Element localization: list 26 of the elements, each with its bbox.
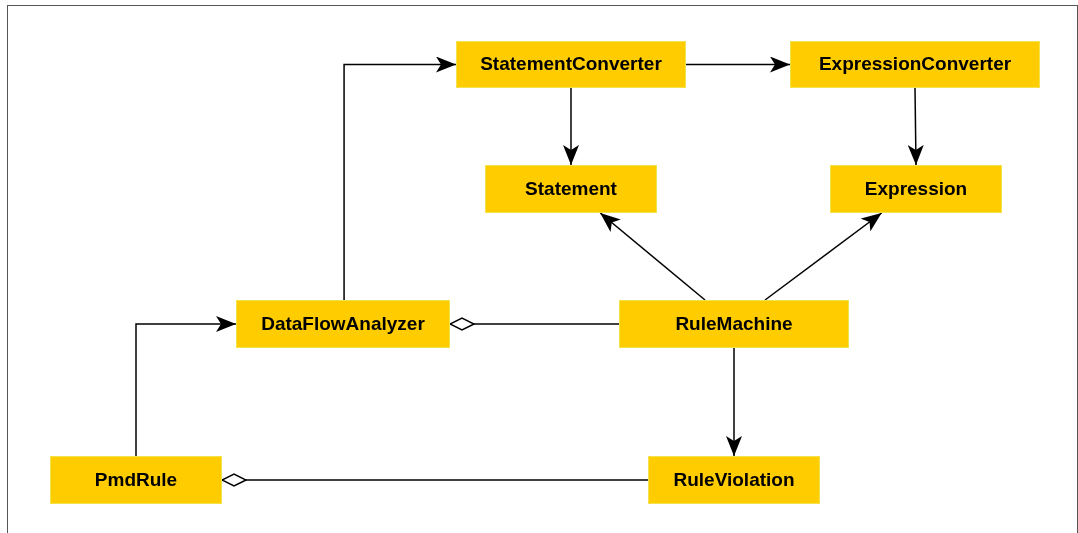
class-name: RuleViolation [673, 467, 795, 492]
class-name: Statement [525, 176, 617, 201]
arrow [764, 212, 883, 301]
class-name: StatementConverter [480, 52, 662, 77]
class-box [456, 41, 686, 88]
class-box [485, 165, 657, 213]
class-name: DataFlowAnalyzer [261, 311, 425, 336]
class-name: Expression [864, 176, 968, 201]
aggregation-line [449, 317, 620, 331]
arrow [726, 347, 742, 457]
arrow [685, 56, 791, 73]
class-box [790, 41, 1040, 88]
class-box [830, 165, 1002, 213]
arrow [135, 316, 237, 457]
arrow [907, 87, 924, 166]
arrow [563, 87, 579, 166]
aggregation-line [221, 473, 649, 487]
class-name: PmdRule [94, 467, 178, 492]
arrow [599, 212, 706, 301]
class-box [619, 300, 849, 348]
class-box [50, 456, 222, 504]
class-box [236, 300, 450, 348]
class-name: ExpressionConverter [818, 52, 1012, 77]
arrow [343, 56, 457, 301]
class-box [648, 456, 820, 504]
class-name: RuleMachine [675, 311, 793, 336]
